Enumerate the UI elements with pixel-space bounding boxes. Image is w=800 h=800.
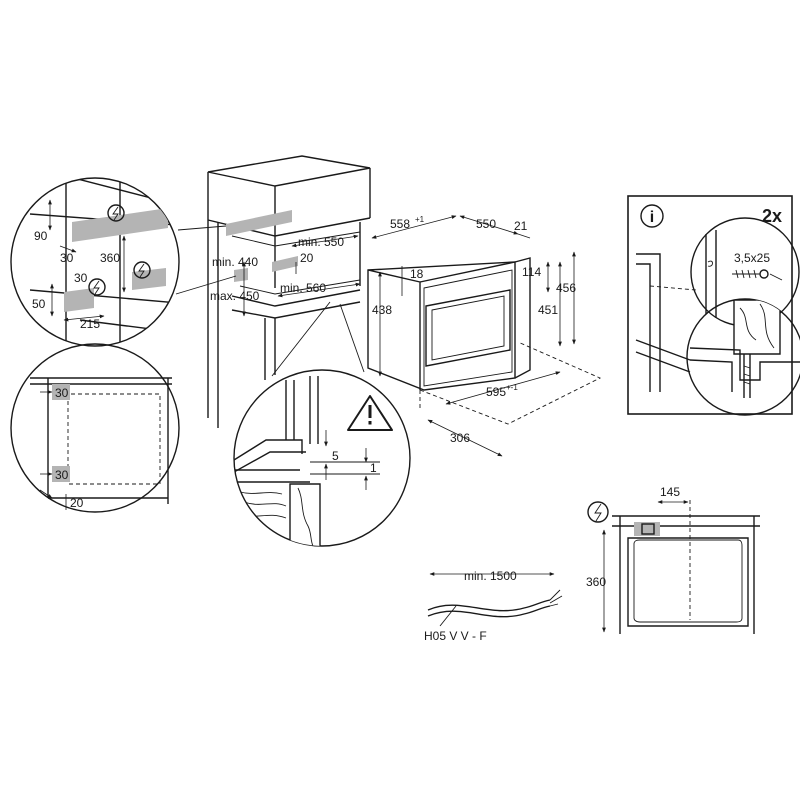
front-30-top-label: 30: [55, 386, 69, 400]
cable-drawing: min. 1500 H05 V V - F: [424, 569, 563, 643]
oven-595-label: 595: [486, 385, 506, 399]
cabinet-drawing: min. 550 20 min. 440 max. 450 min. 560: [207, 155, 371, 428]
cabinet-max450-label: max. 450: [210, 289, 260, 303]
oven-438-label: 438: [372, 303, 392, 317]
electrical-connection-icon: [107, 204, 125, 222]
oven-550-label: 550: [476, 217, 496, 231]
rear-360-label: 360: [586, 575, 606, 589]
electrical-detail-circle: 90 360 30 30 50 215: [10, 177, 180, 347]
electric-50-label: 50: [32, 297, 46, 311]
leader-line: [175, 275, 237, 295]
oven-456-label: 456: [556, 281, 576, 295]
electrical-connection-icon: [133, 261, 151, 279]
gap-5-label: 5: [332, 449, 339, 463]
electric-360-label: 360: [100, 251, 120, 265]
cabinet-min550-label: min. 550: [298, 235, 344, 249]
cable-type-label: H05 V V - F: [424, 629, 487, 643]
electrical-connection-icon: [88, 278, 106, 296]
screw-count: 2x: [762, 206, 782, 226]
electric-30b-label: 30: [74, 271, 88, 285]
front-clearance-circle: 30 30 20: [10, 343, 180, 513]
oven-114-label: 114: [522, 265, 541, 279]
info-panel: i 2x 3,5x25: [627, 195, 800, 416]
rear-145-label: 145: [660, 485, 680, 499]
info-icon: i: [640, 204, 664, 228]
rear-view-drawing: 145 360: [586, 485, 760, 634]
oven-drawing: 558 +1 550 21 18 114 456 438 451 595 +-1…: [367, 215, 602, 457]
screw-size-label: 3,5x25: [734, 251, 770, 265]
leader-line: [339, 303, 365, 373]
screw-icon: [732, 269, 769, 279]
oven-21-label: 21: [514, 219, 528, 233]
front-20-label: 20: [70, 496, 84, 510]
cabinet-20-label: 20: [300, 251, 314, 265]
front-30-bottom-label: 30: [55, 468, 69, 482]
oven-558-tolerance: +1: [415, 215, 425, 224]
gap-detail-circle: 5 1: [233, 369, 411, 547]
electric-30a-label: 30: [60, 251, 74, 265]
leader-line: [271, 301, 331, 377]
cabinet-min440-label: min. 440: [212, 255, 258, 269]
electrical-connection-icon: [587, 501, 609, 523]
oven-306-label: 306: [450, 431, 470, 445]
electric-215-label: 215: [80, 317, 100, 331]
cable-length-label: min. 1500: [464, 569, 517, 583]
oven-558-label: 558: [390, 217, 410, 231]
leader-line: [177, 225, 227, 231]
warning-icon: [347, 395, 393, 431]
oven-18-label: 18: [410, 267, 424, 281]
gap-1-label: 1: [370, 461, 377, 475]
oven-451-label: 451: [538, 303, 558, 317]
electric-90-label: 90: [34, 229, 48, 243]
svg-text:i: i: [650, 209, 654, 226]
cabinet-min560-label: min. 560: [280, 281, 326, 295]
oven-595-tolerance: +-1: [506, 383, 518, 392]
